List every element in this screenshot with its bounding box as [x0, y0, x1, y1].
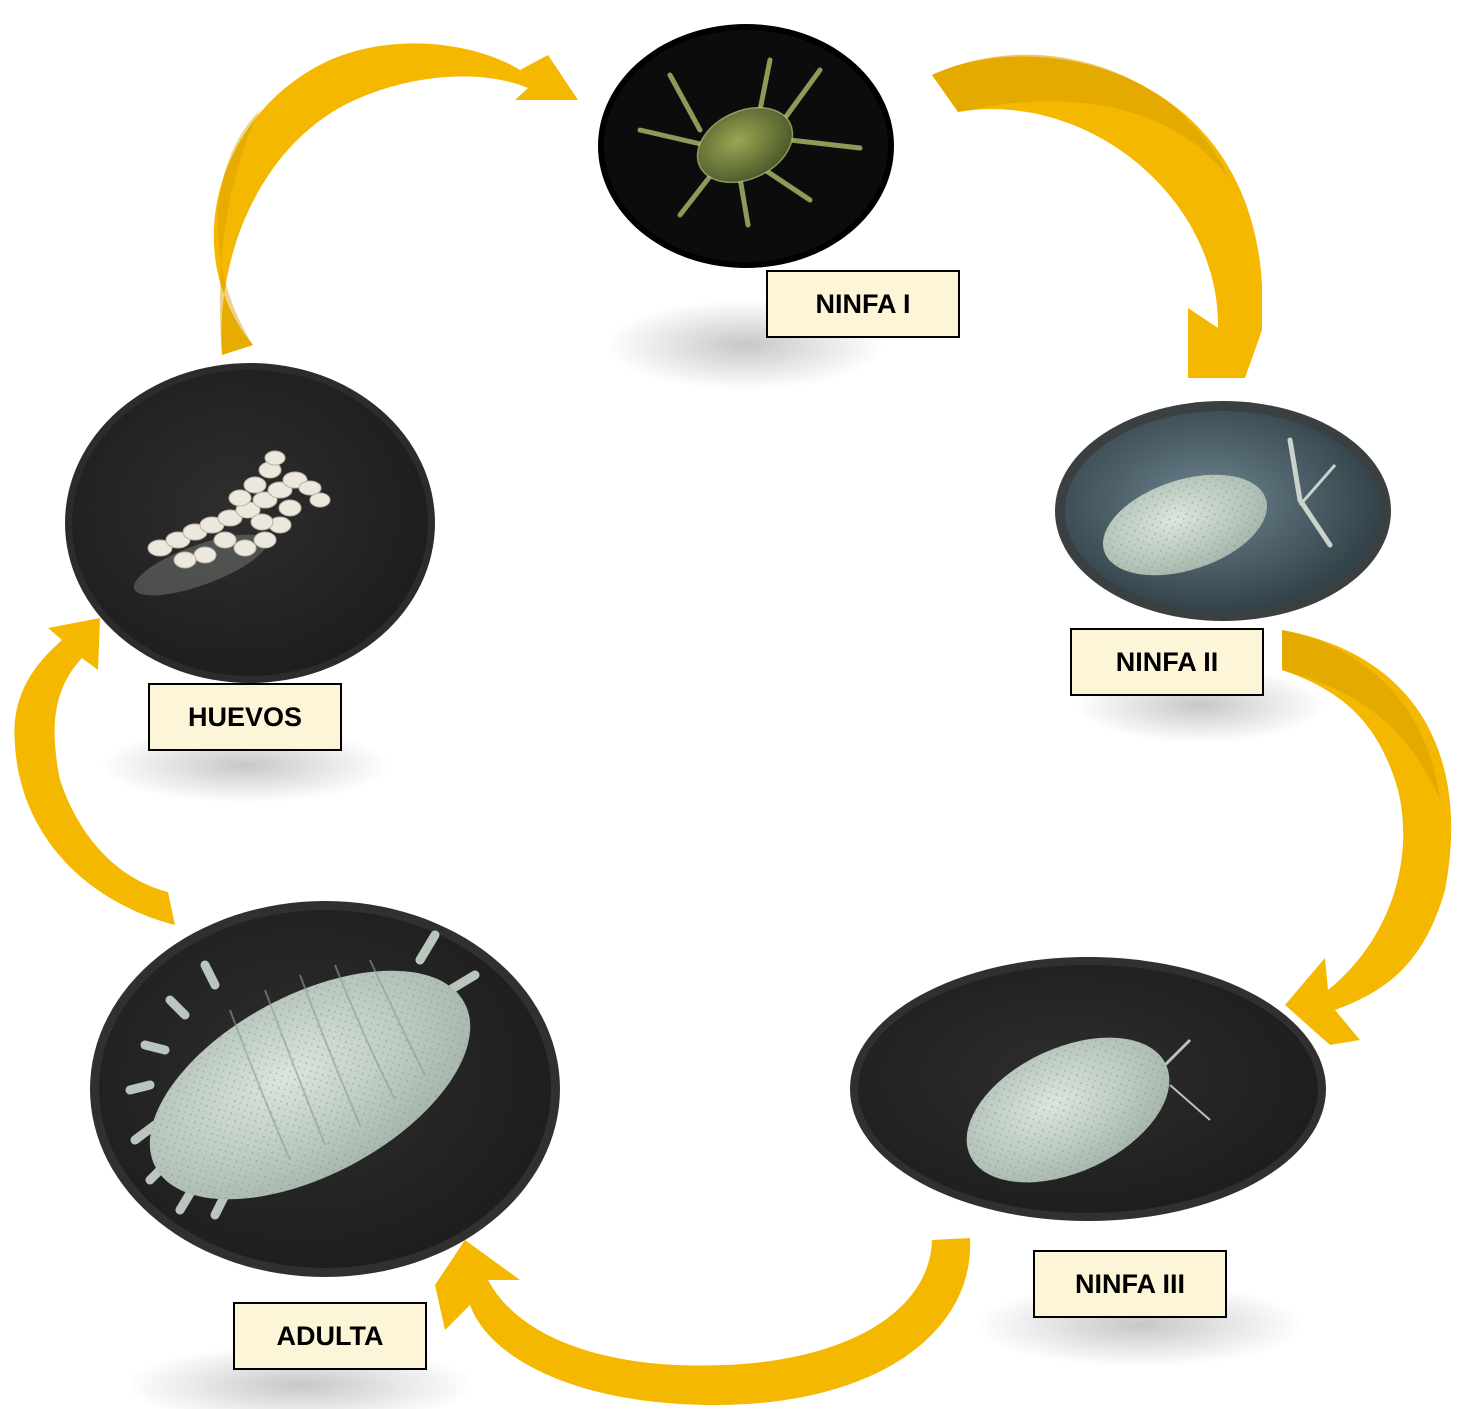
photo-adulta	[90, 901, 560, 1277]
photo-ninfa-3	[850, 957, 1326, 1221]
stage-label-ninfa-1: NINFA I	[766, 270, 960, 338]
arrow-huevos-to-ninfa1	[214, 43, 578, 355]
stage-label-huevos: HUEVOS	[148, 683, 342, 751]
stage-label-ninfa-2: NINFA II	[1070, 628, 1264, 696]
arrow-ninfa3-to-adulta	[435, 1238, 970, 1405]
stage-label-ninfa-3: NINFA III	[1033, 1250, 1227, 1318]
photo-huevos	[65, 363, 435, 683]
stage-label-adulta: ADULTA	[233, 1302, 427, 1370]
photo-ninfa-1	[598, 24, 894, 268]
photo-ninfa-2	[1055, 401, 1391, 621]
